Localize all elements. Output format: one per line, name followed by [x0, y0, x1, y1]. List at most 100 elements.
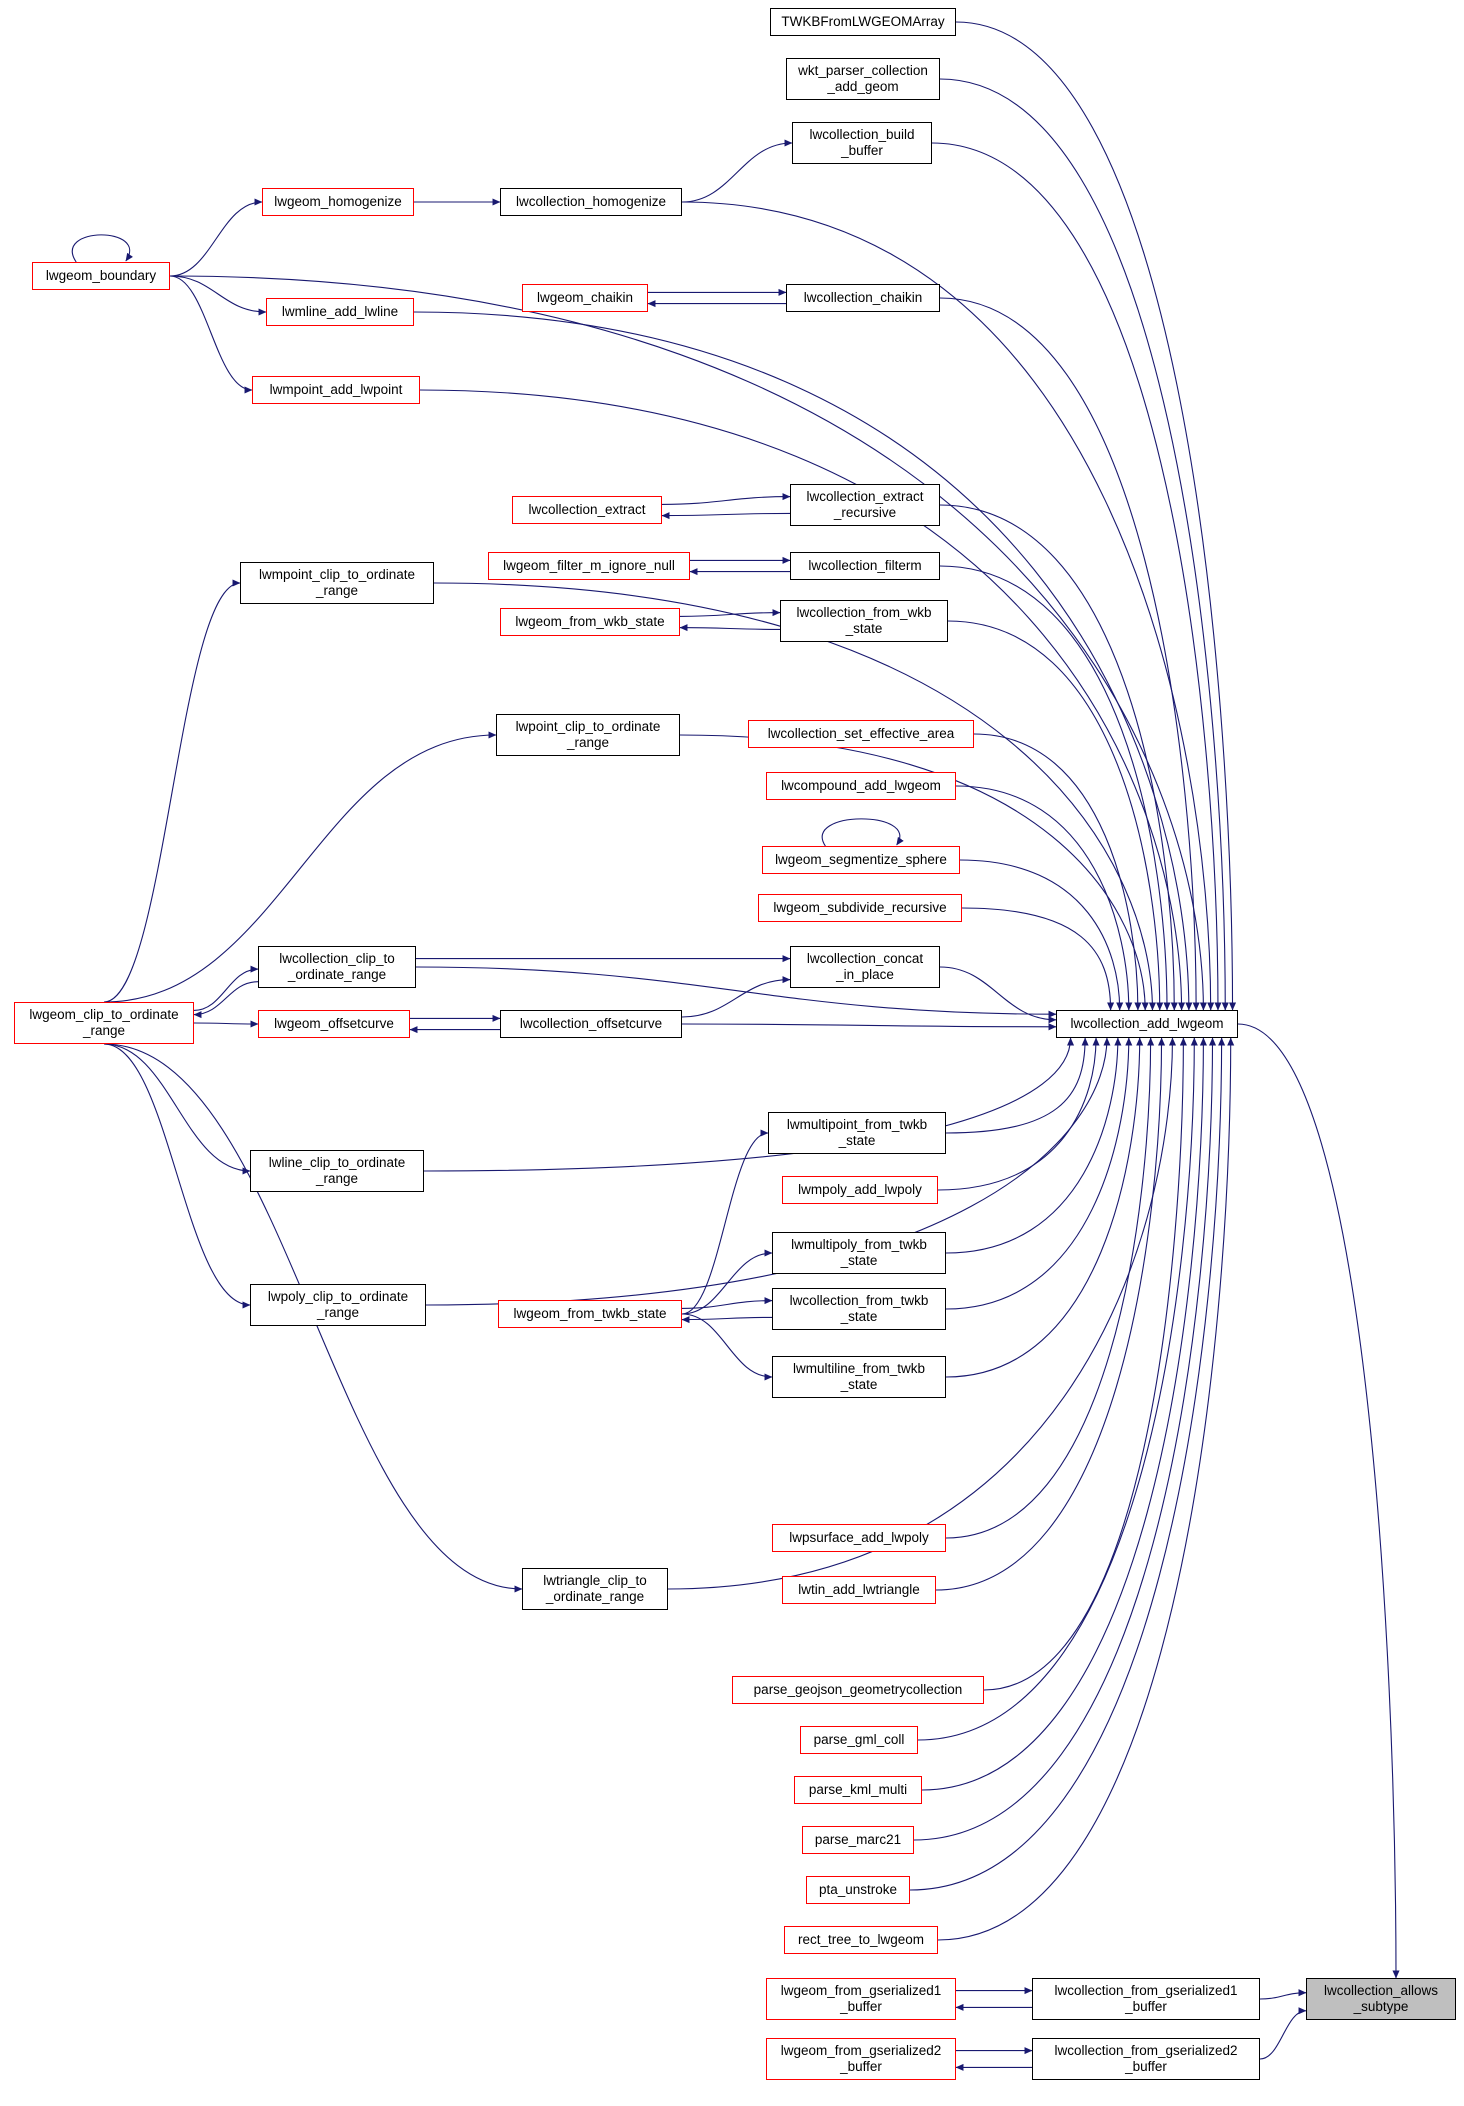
- edge-segmentize_sphere-coll_add: [959, 859, 1124, 1011]
- edge-coll_from_gs2-allows_subtype: [1259, 2007, 1307, 2060]
- edge-parse_kml-coll_add: [921, 1037, 1207, 1791]
- node-parse_marc21[interactable]: parse_marc21: [802, 1826, 914, 1854]
- node-mline_add[interactable]: lwmline_add_lwline: [266, 298, 414, 326]
- node-parse_gml[interactable]: parse_gml_coll: [800, 1726, 918, 1754]
- node-geom_offsetcurve[interactable]: lwgeom_offsetcurve: [258, 1010, 410, 1038]
- edge-compound_add-coll_add: [955, 785, 1133, 1011]
- edge-geom_clip-point_clip: [103, 731, 497, 1003]
- node-mpoly_add[interactable]: lwmpoly_add_lwpoly: [782, 1176, 938, 1204]
- edge-geom_boundary-coll_add: [169, 275, 1207, 1011]
- node-coll_clip[interactable]: lwcollection_clip_to _ordinate_range: [258, 946, 416, 988]
- node-pta_unstroke[interactable]: pta_unstroke: [806, 1876, 910, 1904]
- node-multipoly_twkb[interactable]: lwmultipoly_from_twkb _state: [772, 1232, 946, 1274]
- node-from_gs1[interactable]: lwgeom_from_gserialized1 _buffer: [766, 1978, 956, 2020]
- edge-triangle_clip-coll_add: [667, 1037, 1176, 1590]
- edge-geom_clip-line_clip: [103, 1043, 251, 1175]
- node-psurface_add[interactable]: lwpsurface_add_lwpoly: [772, 1524, 946, 1552]
- node-coll_from_gs1[interactable]: lwcollection_from_gserialized1 _buffer: [1032, 1978, 1260, 2020]
- edge-coll_homogenize-coll_build_buffer: [681, 139, 793, 203]
- node-coll_extract_rec[interactable]: lwcollection_extract _recursive: [790, 484, 940, 526]
- edge-twkb_from_array-coll_add: [955, 21, 1237, 1011]
- edge-geom_clip-coll_clip: [193, 965, 259, 1011]
- node-point_clip[interactable]: lwpoint_clip_to_ordinate _range: [496, 714, 680, 756]
- node-line_clip[interactable]: lwline_clip_to_ordinate _range: [250, 1150, 424, 1192]
- node-geom_clip[interactable]: lwgeom_clip_to_ordinate _range: [14, 1002, 194, 1044]
- edge-self-segmentize_sphere: [821, 818, 904, 847]
- edge-parse_gml-coll_add: [917, 1037, 1198, 1741]
- edge-coll_from_gs1-allows_subtype: [1259, 1989, 1307, 2000]
- node-parse_geojson[interactable]: parse_geojson_geometrycollection: [732, 1676, 984, 1704]
- edge-from_twkb-coll_from_twkb: [681, 1297, 773, 1309]
- node-coll_homogenize[interactable]: lwcollection_homogenize: [500, 188, 682, 216]
- edge-from_twkb-multipoint_twkb: [681, 1129, 769, 1315]
- node-mpoint_add[interactable]: lwmpoint_add_lwpoint: [252, 376, 420, 404]
- node-compound_add[interactable]: lwcompound_add_lwgeom: [766, 772, 956, 800]
- node-segmentize_sphere[interactable]: lwgeom_segmentize_sphere: [762, 846, 960, 874]
- node-rect_tree[interactable]: rect_tree_to_lwgeom: [784, 1926, 938, 1954]
- node-mpoint_clip[interactable]: lwmpoint_clip_to_ordinate _range: [240, 562, 434, 604]
- edge-concat_in_place-coll_add: [939, 966, 1057, 1024]
- node-coll_from_gs2[interactable]: lwcollection_from_gserialized2 _buffer: [1032, 2038, 1260, 2080]
- node-geom_homogenize[interactable]: lwgeom_homogenize: [262, 188, 414, 216]
- node-coll_from_twkb[interactable]: lwcollection_from_twkb _state: [772, 1288, 946, 1330]
- node-filter_m[interactable]: lwgeom_filter_m_ignore_null: [488, 552, 690, 580]
- node-from_gs2[interactable]: lwgeom_from_gserialized2 _buffer: [766, 2038, 956, 2080]
- node-from_wkb[interactable]: lwgeom_from_wkb_state: [500, 608, 680, 636]
- edge-subdivide_rec-coll_add: [961, 907, 1115, 1011]
- edge-coll_offsetcurve-concat_in_place: [681, 976, 791, 1018]
- edge-coll_filterm-coll_add: [939, 565, 1171, 1011]
- edge-psurface_add-coll_add: [945, 1037, 1155, 1539]
- edge-multipoly_twkb-coll_add: [945, 1037, 1122, 1254]
- node-twkb_from_array[interactable]: TWKBFromLWGEOMArray: [770, 8, 956, 36]
- node-coll_add[interactable]: lwcollection_add_lwgeom: [1056, 1010, 1238, 1038]
- node-set_eff_area[interactable]: lwcollection_set_effective_area: [748, 720, 974, 748]
- edge-coll_clip-coll_add: [415, 966, 1057, 1018]
- node-coll_from_wkb[interactable]: lwcollection_from_wkb _state: [780, 600, 948, 642]
- node-coll_offsetcurve[interactable]: lwcollection_offsetcurve: [500, 1010, 682, 1038]
- edge-geom_clip-poly_clip: [103, 1043, 251, 1309]
- node-poly_clip[interactable]: lwpoly_clip_to_ordinate _range: [250, 1284, 426, 1326]
- edge-mpoint_add-coll_add: [419, 389, 1186, 1011]
- edge-coll_from_wkb-coll_add: [947, 620, 1164, 1011]
- edge-rect_tree-coll_add: [937, 1037, 1235, 1941]
- edge-coll_add-allows_subtype: [1237, 1023, 1400, 1979]
- edge-from_twkb-multiline_twkb: [681, 1313, 773, 1381]
- node-multiline_twkb[interactable]: lwmultiline_from_twkb _state: [772, 1356, 946, 1398]
- edge-coll_extract_rec-coll_add: [939, 504, 1178, 1011]
- edge-coll_extract_rec-coll_extract: [661, 512, 791, 520]
- node-wkt_parser[interactable]: wkt_parser_collection _add_geom: [786, 58, 940, 100]
- node-from_twkb[interactable]: lwgeom_from_twkb_state: [498, 1300, 682, 1328]
- node-coll_filterm[interactable]: lwcollection_filterm: [790, 552, 940, 580]
- edge-coll_build_buffer-coll_add: [931, 142, 1222, 1011]
- node-subdivide_rec[interactable]: lwgeom_subdivide_recursive: [758, 894, 962, 922]
- node-parse_kml[interactable]: parse_kml_multi: [794, 1776, 922, 1804]
- node-multipoint_twkb[interactable]: lwmultipoint_from_twkb _state: [768, 1112, 946, 1154]
- edge-pta_unstroke-coll_add: [909, 1037, 1226, 1891]
- node-geom_boundary[interactable]: lwgeom_boundary: [32, 262, 170, 290]
- edge-geom_boundary-mline_add: [169, 275, 267, 316]
- node-coll_build_buffer[interactable]: lwcollection_build _buffer: [792, 122, 932, 164]
- node-geom_chaikin[interactable]: lwgeom_chaikin: [522, 284, 648, 312]
- edge-geom_clip-geom_offsetcurve: [193, 1020, 259, 1028]
- edge-geom_boundary-mpoint_add: [169, 275, 253, 394]
- edge-coll_chaikin-coll_add: [939, 297, 1200, 1011]
- edge-geom_clip-mpoint_clip: [103, 579, 241, 1003]
- edge-mpoly_add-coll_add: [937, 1037, 1100, 1191]
- node-tin_add[interactable]: lwtin_add_lwtriangle: [782, 1576, 936, 1604]
- edge-multipoint_twkb-coll_add: [945, 1037, 1089, 1134]
- edge-geom_boundary-geom_homogenize: [169, 198, 263, 277]
- edge-from_twkb-multipoly_twkb: [681, 1249, 773, 1315]
- node-concat_in_place[interactable]: lwcollection_concat _in_place: [790, 946, 940, 988]
- edge-self-geom_boundary: [72, 234, 133, 263]
- edge-coll_from_twkb-coll_add: [945, 1037, 1133, 1310]
- edge-parse_marc21-coll_add: [913, 1037, 1217, 1841]
- node-coll_extract[interactable]: lwcollection_extract: [512, 496, 662, 524]
- edges-group: [72, 21, 1400, 2071]
- node-allows_subtype: lwcollection_allows _subtype: [1306, 1978, 1456, 2020]
- node-triangle_clip[interactable]: lwtriangle_clip_to _ordinate_range: [522, 1568, 668, 1610]
- edge-coll_from_twkb-from_twkb: [681, 1316, 773, 1324]
- edge-parse_geojson-coll_add: [983, 1037, 1187, 1691]
- edge-wkt_parser-coll_add: [939, 78, 1229, 1011]
- node-coll_chaikin[interactable]: lwcollection_chaikin: [786, 284, 940, 312]
